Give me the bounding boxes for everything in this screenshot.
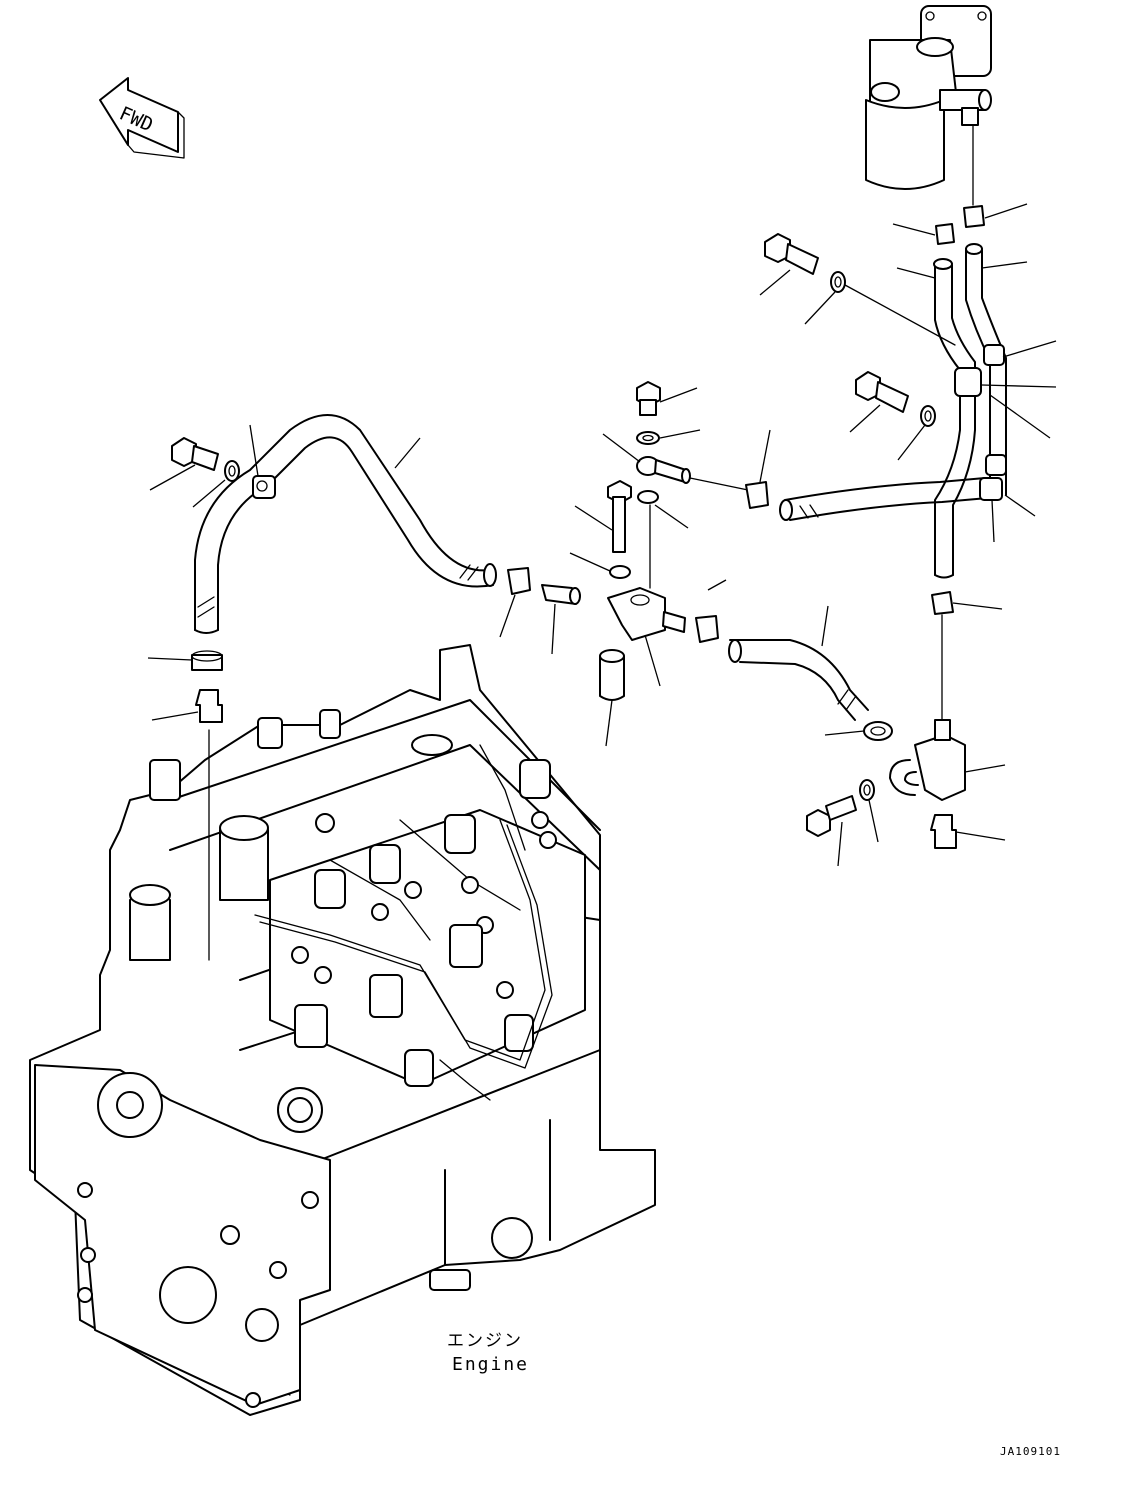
hose-clip-right-lower — [979, 454, 1007, 501]
drawing-id: JA109101 — [1000, 1445, 1061, 1458]
hose-clamp-left — [191, 650, 223, 671]
hose-clamp-right-bottom — [931, 591, 954, 741]
hose-clamp-center-3 — [745, 481, 769, 509]
hose-clamp-center-1 — [507, 567, 531, 595]
hose-clamp-center-2 — [695, 615, 719, 643]
washer-lower — [859, 779, 875, 801]
bolt-long — [607, 480, 632, 553]
bolt-right-upper — [764, 233, 956, 346]
fuel-filter — [865, 5, 992, 190]
t-joint-block — [607, 504, 686, 641]
bolt-right-middle — [855, 371, 909, 413]
washer-left — [224, 460, 240, 482]
engine-label-japanese: エンジン — [447, 1331, 523, 1351]
hose-clamp-right-top-2 — [963, 124, 985, 228]
hose-clamp-right-top-1 — [935, 223, 955, 245]
engine-label-english: Engine — [452, 1354, 530, 1375]
bolt-lower — [806, 795, 857, 837]
washer-top — [636, 431, 660, 445]
hose-clip-right-upper — [954, 344, 1005, 397]
elbow-block — [889, 719, 966, 801]
bolt-left — [171, 437, 219, 471]
connector-center — [541, 584, 581, 605]
hose-right-vertical-1 — [933, 258, 976, 579]
hose-left — [194, 414, 497, 634]
washer-right-middle — [920, 405, 936, 427]
hose-center-right — [728, 639, 869, 721]
hose-clamp-lower — [863, 721, 893, 741]
direction-arrow-icon: FWD — [99, 77, 185, 159]
connector-lower — [930, 814, 957, 849]
hose-clip-left — [252, 475, 276, 499]
connector-left — [195, 689, 223, 961]
banjo-fitting — [636, 456, 749, 491]
spacer-collar — [599, 649, 625, 701]
washer-bottom — [637, 490, 659, 504]
eye-bolt-top — [636, 381, 661, 416]
washer-right-upper — [830, 271, 846, 293]
engine-block — [29, 644, 656, 1416]
washer-small — [609, 565, 631, 579]
leader-lines — [147, 203, 1057, 867]
